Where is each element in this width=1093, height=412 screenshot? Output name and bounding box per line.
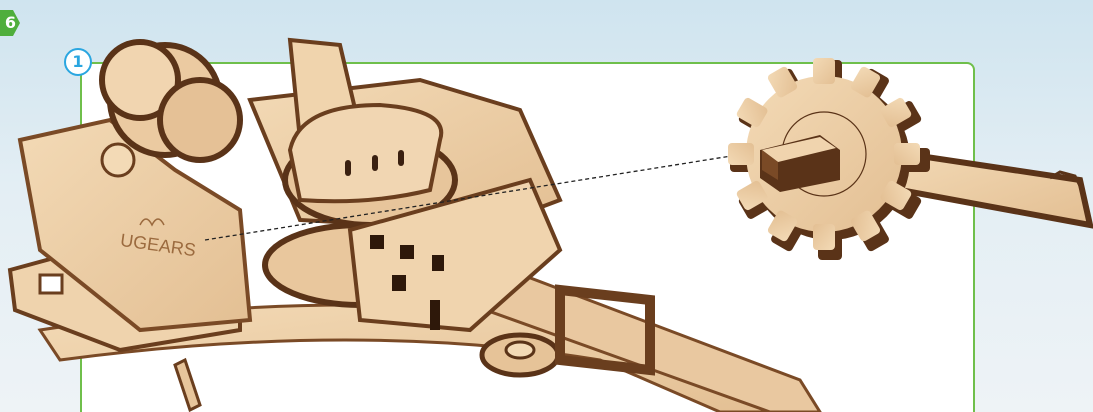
gear-cluster: [102, 42, 240, 176]
gear-part-icon: [728, 58, 1090, 260]
assembly-model-icon: UGEARS: [10, 40, 820, 412]
